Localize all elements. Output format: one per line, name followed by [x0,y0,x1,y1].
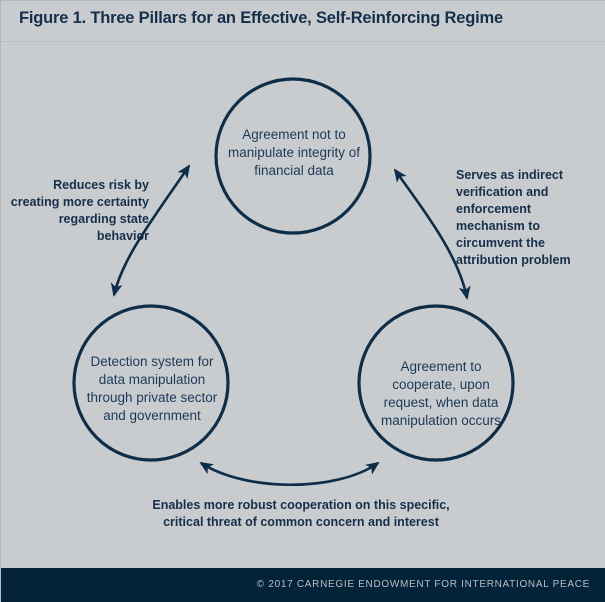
diagram-svg [72,77,515,487]
header-divider [1,41,605,42]
node-circle-right [357,304,515,462]
node-label-right: Agreement to cooperate, upon request, wh… [380,359,502,428]
connector-label-left: Reduces risk by creating more certainty … [10,178,149,243]
diagram-canvas: Agreement not to manipulate integrity of… [1,42,605,568]
connector-label-right: Serves as indirect verification and enfo… [456,168,571,267]
node-label-top: Agreement not to manipulate integrity of… [227,127,361,178]
node-circle-top [214,77,372,235]
connector-arrow-bottom [199,461,380,487]
figure-header: Figure 1. Three Pillars for an Effective… [1,1,605,41]
copyright-text: © 2017 CARNEGIE ENDOWMENT FOR INTERNATIO… [256,579,590,590]
connector-arrow-right [393,168,471,300]
connector-arrow-left [110,164,191,297]
figure-footer: © 2017 CARNEGIE ENDOWMENT FOR INTERNATIO… [1,568,605,602]
node-label-left: Detection system for data manipulation t… [86,354,218,423]
page-title: Figure 1. Three Pillars for an Effective… [19,9,503,27]
node-circle-left [72,304,230,462]
connector-label-bottom: Enables more robust cooperation on this … [152,498,450,529]
